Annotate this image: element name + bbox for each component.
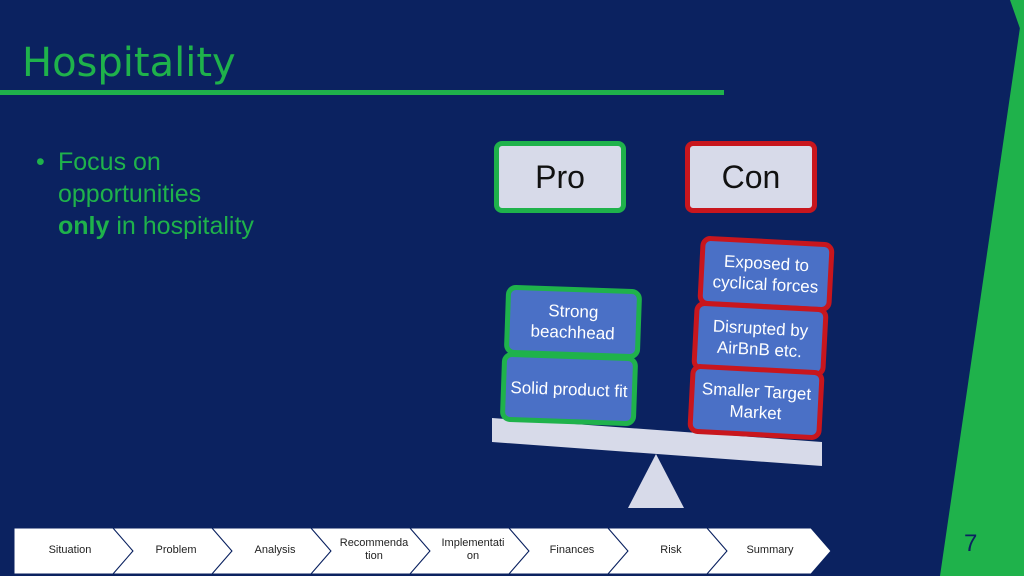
section-nav: Situation Problem Analysis Recommenda ti… [14, 527, 834, 575]
title-underline [0, 90, 724, 95]
bullet-text-pre: Focus on opportunities [58, 148, 202, 208]
bullet-text-post: in hospitality [116, 212, 254, 240]
nav-recommendation[interactable]: Recommenda tion [339, 537, 409, 562]
nav-chevron-outline [14, 527, 832, 575]
con-header: Con [685, 141, 817, 213]
con-block-smaller-market: Smaller Target Market [687, 363, 825, 441]
fulcrum-triangle [628, 454, 684, 508]
nav-risk[interactable]: Risk [660, 543, 682, 556]
pro-block-solid-product-fit: Solid product fit [499, 351, 639, 427]
pro-block-strong-beachhead: Strong beachhead [503, 284, 643, 360]
nav-problem[interactable]: Problem [155, 543, 197, 556]
nav-finances[interactable]: Finances [549, 543, 595, 556]
bullet-text-bold: only [58, 212, 110, 240]
scale-beam [492, 418, 822, 508]
nav-situation[interactable]: Situation [48, 543, 92, 556]
nav-analysis[interactable]: Analysis [254, 543, 296, 556]
nav-summary[interactable]: Summary [746, 543, 794, 556]
bullet-item: • Focus on opportunities only in hospita… [36, 146, 256, 242]
bullet-list: • Focus on opportunities only in hospita… [36, 146, 256, 242]
bullet-dot-icon: • [36, 148, 45, 176]
page-number: 7 [964, 530, 978, 557]
nav-implementation[interactable]: Implementati on [441, 537, 505, 562]
slide-title: Hospitality [22, 40, 236, 86]
pro-header: Pro [494, 141, 626, 213]
